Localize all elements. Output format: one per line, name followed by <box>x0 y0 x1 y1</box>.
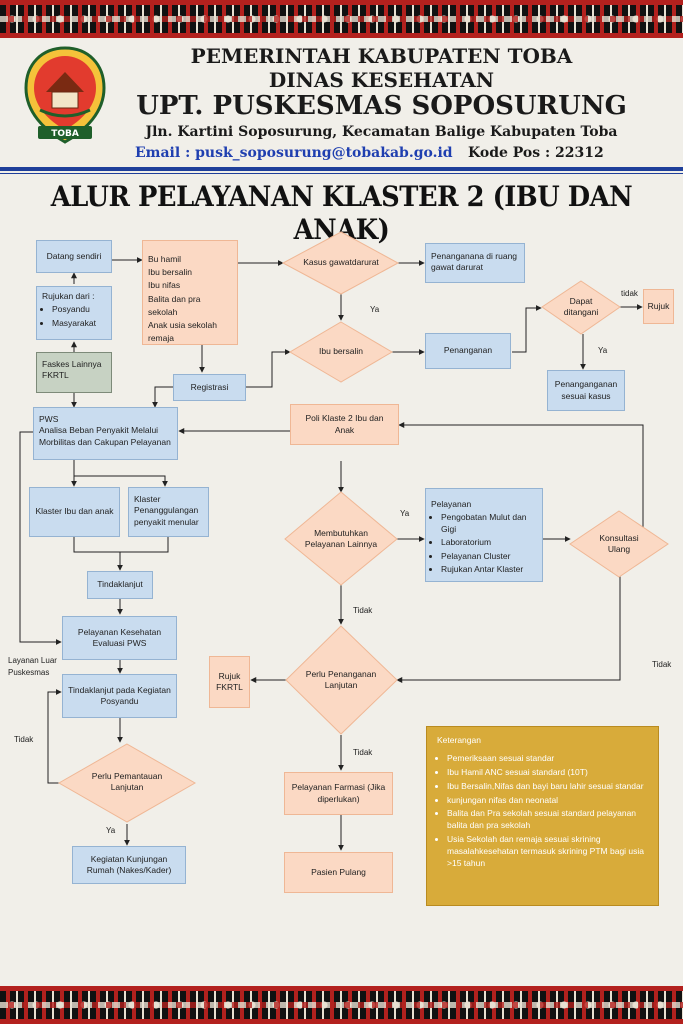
header-rule-thin <box>0 173 683 174</box>
keterangan-item: Ibu Hamil ANC sesuai standard (10T) <box>447 767 648 779</box>
rujukan-item: Posyandu <box>52 304 106 315</box>
node-tindaklanjut-posyandu: Tindaklanjut pada Kegiatan Posyandu <box>62 674 177 718</box>
ornament-band-bottom <box>0 986 683 1024</box>
node-penanganan: Penanganan <box>425 333 511 369</box>
label-tidak: Tidak <box>353 606 373 615</box>
decision-perlu-penanganan <box>285 625 398 735</box>
arrow-registrasi-pws <box>152 386 173 408</box>
arrow-konsultasi-poli <box>398 422 644 540</box>
decision-membutuhkan-pelayanan <box>284 491 398 586</box>
node-faskes-lainnya: Faskes Lainnya FKRTL <box>36 352 112 393</box>
header-address: Jln. Kartini Soposurung, Kecamatan Balig… <box>145 124 618 140</box>
decision-perlu-pemantauan <box>57 743 197 823</box>
arrow-konsultasi-perlu <box>396 575 621 683</box>
label-ya: Ya <box>598 346 608 355</box>
rujukan-item: Masyarakat <box>52 318 106 329</box>
arrow-penanganan-dapat <box>512 305 542 353</box>
keterangan-item: Pemeriksaan sesuai standar <box>447 753 648 765</box>
ornament-band-top <box>0 0 683 38</box>
node-poli-klaster: Poli Klaste 2 Ibu dan Anak <box>290 404 399 445</box>
node-tindaklanjut: Tindaklanjut <box>87 571 153 599</box>
header-office: DINAS KESEHATAN <box>268 68 495 92</box>
label-ya: Ya <box>370 305 380 314</box>
legend-keterangan: Keterangan Pemeriksaan sesuai standar Ib… <box>426 726 659 906</box>
node-ibu-bersalin-label: Ibu bersalin <box>319 346 363 357</box>
node-kasus-gd-label: Kasus gawatdarurat <box>303 257 379 268</box>
node-pasien-pulang: Pasien Pulang <box>284 852 393 893</box>
label-ya: Ya <box>106 826 116 835</box>
arrow-pws-klaster-p2m <box>73 460 168 487</box>
keterangan-item: Ibu Bersalin,Nifas dan bayi baru lahir s… <box>447 781 648 793</box>
header-postcode: Kode Pos : 22312 <box>468 145 604 161</box>
node-membutuhkan-label: Membutuhkan Pelayanan Lainnya <box>304 527 378 549</box>
arrow-pws-evaluasi <box>19 431 62 645</box>
sasaran-item: Ibu bersalin <box>148 267 192 278</box>
sasaran-item: Bu hamil <box>148 254 182 264</box>
pelayanan-item: Pengobatan Mulut dan Gigi <box>441 512 537 535</box>
node-klaster-p2m: Klaster Penanggulangan penyakit menular <box>128 487 209 537</box>
keterangan-item: kunjungan nifas dan neonatal <box>447 795 648 807</box>
keterangan-item: Balita dan Pra sekolah sesuai standard p… <box>447 808 648 832</box>
keterangan-item: Usia Sekolah dan remaja sesuai skrining … <box>447 834 648 870</box>
arrow-pemantauan-posyandu <box>47 689 62 784</box>
node-registrasi: Registrasi <box>173 374 246 401</box>
arrow-registrasi-ibubersalin <box>246 349 291 388</box>
node-pelayanan-kesehatan: Pelayanan Kesehatan Evaluasi PWS <box>62 616 177 660</box>
node-rujukan: Rujukan dari : Posyandu Masyarakat <box>36 286 112 340</box>
node-perlu-pemantauan-label: Perlu Pemantauan Lanjutan <box>91 770 163 792</box>
pelayanan-title: Pelayanan <box>431 499 472 509</box>
label-tidak: Tidak <box>14 735 34 744</box>
sasaran-item: Balita dan pra sekolah <box>148 293 201 317</box>
node-kunjungan-rumah: Kegiatan Kunjungan Rumah (Nakes/Kader) <box>72 846 186 884</box>
header-email: Email : pusk_soposurung@tobakab.go.id <box>135 145 453 161</box>
logo-text: TOBA <box>51 129 79 139</box>
node-pelayanan: Pelayanan Pengobatan Mulut dan Gigi Labo… <box>425 488 543 582</box>
label-tidak: Tidak <box>353 748 373 757</box>
label-layanan-luar: Layanan Luar Puskesmas <box>8 656 57 677</box>
arrow-klaster-p2m-tindak <box>120 537 169 553</box>
rujukan-title: Rujukan dari : <box>42 291 95 301</box>
node-penanganan-gd: Penanganana di ruang gawat darurat <box>425 243 525 283</box>
node-rujuk-fkrtl: Rujuk FKRTL <box>209 656 250 708</box>
header-rule-thick <box>0 167 683 171</box>
node-klaster-ibu: Klaster Ibu dan anak <box>29 487 120 537</box>
decision-konsultasi-ulang <box>569 510 669 578</box>
keterangan-title: Keterangan <box>437 735 481 745</box>
label-tidak: Tidak <box>652 660 672 669</box>
node-penanganan-sesuai: Penanganganan sesuai kasus <box>547 370 625 411</box>
decision-dapat-ditangani <box>541 280 621 335</box>
header-government: PEMERINTAH KABUPATEN TOBA <box>190 44 573 68</box>
label-tidak: tidak <box>621 289 638 298</box>
decision-ibu-bersalin <box>289 321 393 383</box>
toba-logo: TOBA <box>24 46 106 144</box>
node-perlu-penanganan-label: Perlu Penanganan Lanjutan <box>305 668 377 690</box>
label-ya: Ya <box>400 509 410 518</box>
page-title: ALUR PELAYANAN KLASTER 2 (IBU DAN ANAK) <box>50 180 633 246</box>
node-sasaran: Bu hamil Ibu bersalin Ibu nifas Balita d… <box>142 240 238 345</box>
sasaran-item: Ibu nifas <box>148 280 181 291</box>
node-rujuk: Rujuk <box>643 289 674 324</box>
node-konsultasi-label: Konsultasi Ulang <box>599 532 639 554</box>
node-farmasi: Pelayanan Farmasi (Jika diperlukan) <box>284 772 393 815</box>
node-datang-sendiri: Datang sendiri <box>36 240 112 273</box>
decision-kasus-gawatdarurat <box>281 231 400 295</box>
pelayanan-item: Rujukan Antar Klaster <box>441 564 537 575</box>
header-puskesmas: UPT. PUSKESMAS SOPOSURUNG <box>136 91 627 121</box>
node-pws: PWS Analisa Beban Penyakit Melalui Morbi… <box>33 407 178 460</box>
sasaran-item: Anak usia sekolah remaja <box>148 319 217 344</box>
pelayanan-item: Pelayanan Cluster <box>441 551 537 562</box>
node-dapat-ditangani-label: Dapat ditangani <box>563 295 599 317</box>
pelayanan-item: Laboratorium <box>441 537 537 548</box>
arrow-klaster-ibu-tindak <box>73 537 123 571</box>
